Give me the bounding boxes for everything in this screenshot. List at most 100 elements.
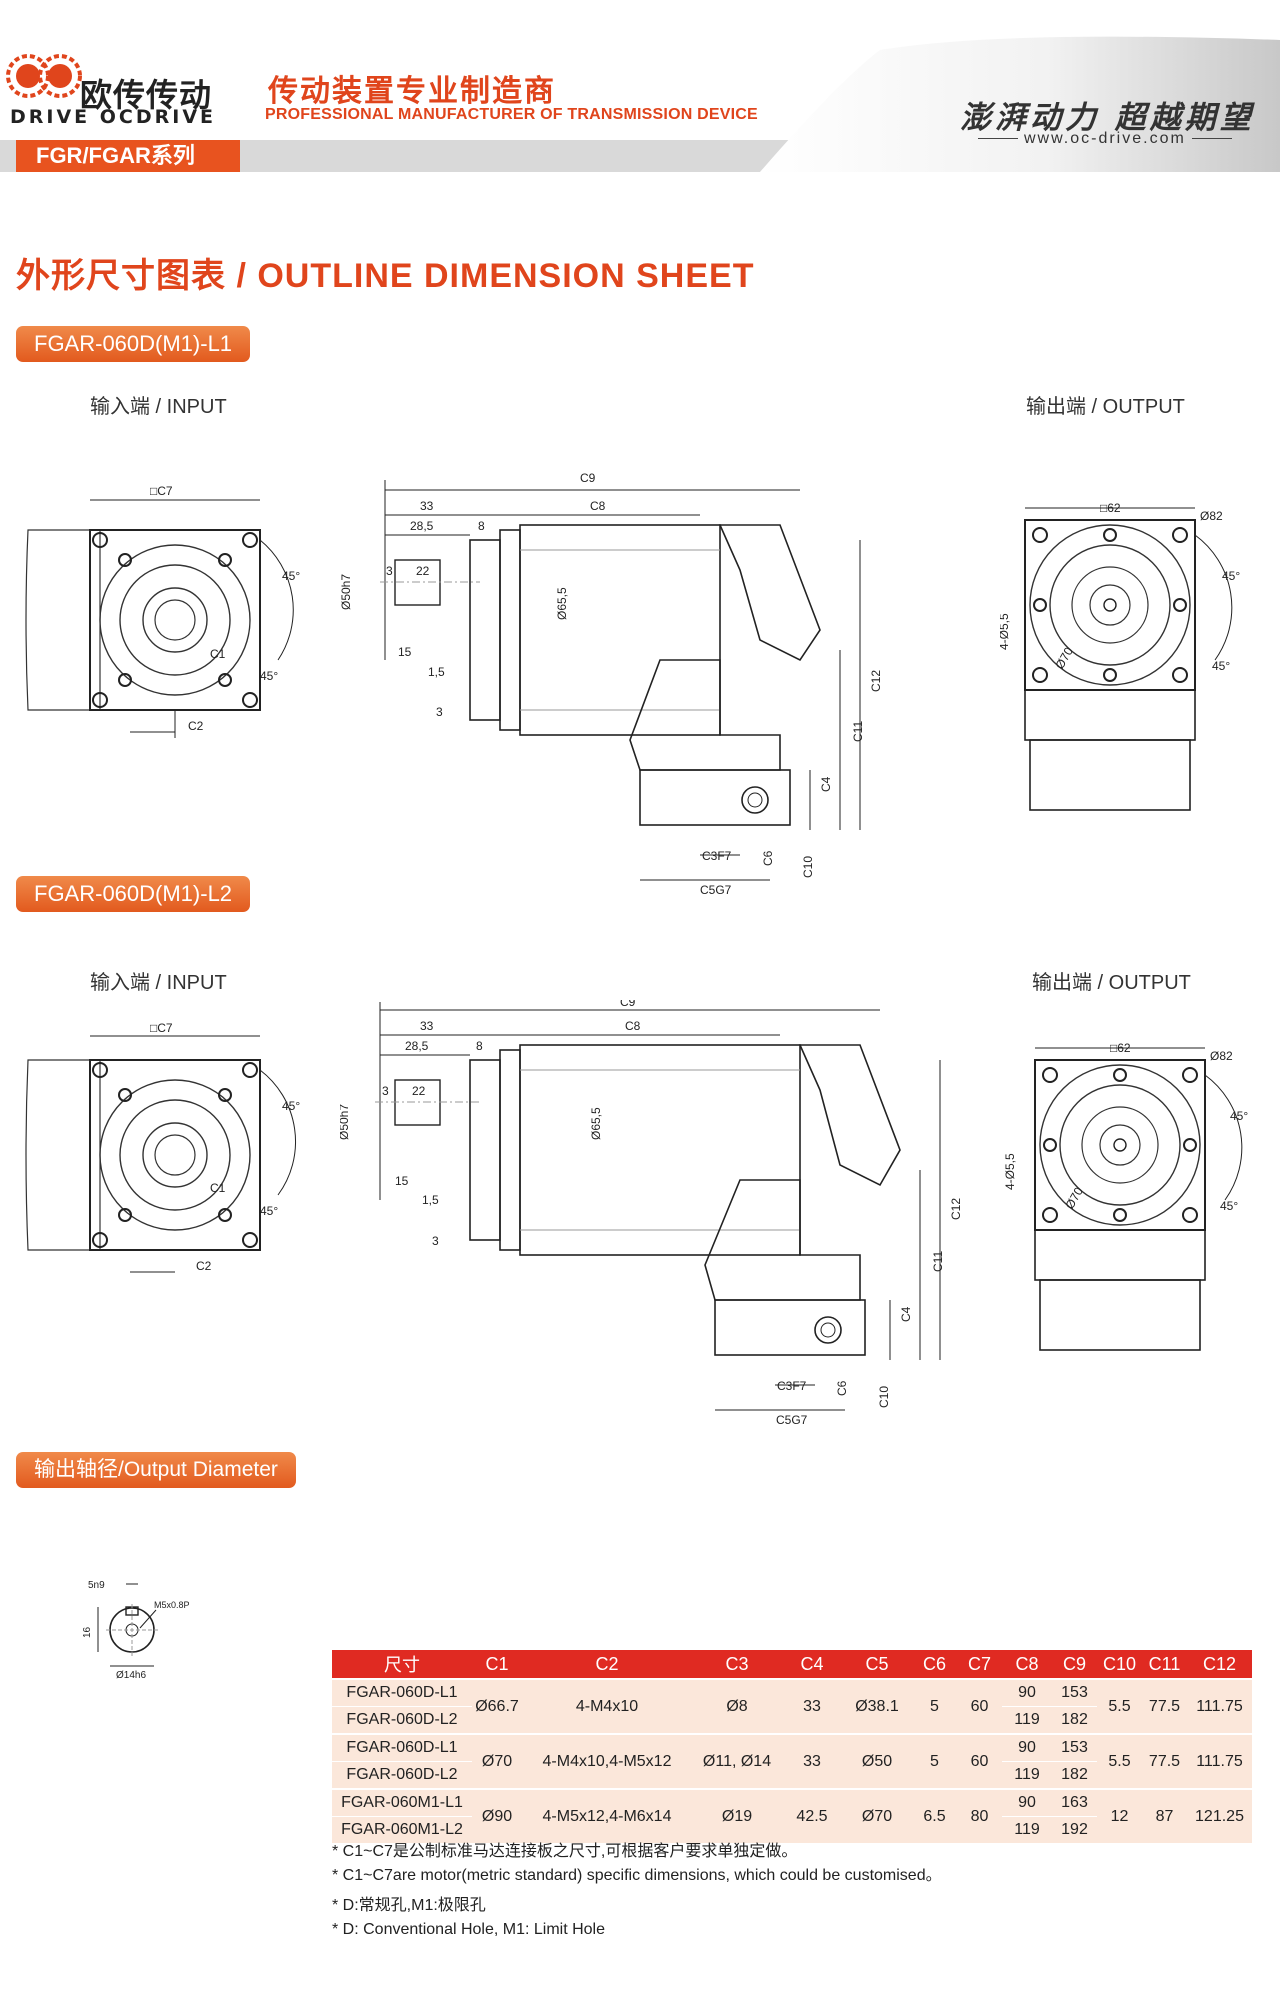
dim-c4: C4 [819,776,833,792]
output-diameter-title: 输出轴径/Output Diameter [16,1452,296,1488]
note-line: * C1~C7是公制标准马达连接板之尺寸,可根据客户要求单独定做。 [332,1843,798,1860]
c12-cell: 111.75 [1187,1733,1252,1790]
c8-cell: 90 [1002,1788,1052,1817]
c5-cell: Ø50 [842,1733,912,1790]
dim-45-out-bottom: 45° [1212,659,1230,673]
c5-cell: Ø70 [842,1788,912,1844]
website-link[interactable]: www.oc-drive.com [972,130,1238,148]
dim-3b: 3 [436,705,443,719]
spec-table: 尺寸 C1 C2 C3 C4 C5 C6 C7 C8 C9 C10 C11 C1… [332,1650,1252,1844]
dim-15-l2: 15 [395,1174,409,1188]
dim-d50: Ø50h7 [340,574,353,610]
table-header: C11 [1142,1650,1187,1679]
dim-c9: C9 [580,471,596,485]
brand-logo-icon [6,54,82,98]
c7-cell: 60 [957,1733,1002,1790]
dim-1-5-l2: 1,5 [422,1193,439,1207]
dim-45-out-top: 45° [1222,569,1240,583]
dim-sq62-l2: □62 [1110,1041,1131,1055]
dim-c3-l2: C3F7 [777,1379,807,1393]
shaft-diameter-label: Ø14h6 [116,1670,146,1680]
c4-cell: 33 [782,1678,842,1735]
model-cell: FGAR-060D-L1 [332,1733,472,1762]
c1-cell: Ø90 [472,1788,522,1844]
notes-block: * C1~C7是公制标准马达连接板之尺寸,可根据客户要求单独定做。 * C1~C… [332,1840,942,1942]
side-view-drawing-l1: C9 33 C8 28,5 8 3 22 Ø50h7 Ø65,5 15 1,5 … [340,471,883,897]
c8-cell: 90 [1002,1678,1052,1707]
c9-cell: 153 [1052,1678,1097,1707]
dim-15: 15 [398,645,412,659]
dim-45-bottom-l2: 45° [260,1204,278,1218]
table-header: C10 [1097,1650,1142,1679]
output-caption-l2: 输出端 / OUTPUT [1032,972,1191,994]
section-title-l2: FGAR-060D(M1)-L2 [16,876,251,912]
table-header: C5 [842,1650,912,1679]
input-caption-l1: 输入端 / INPUT [90,396,227,418]
c12-cell: 121.25 [1187,1788,1252,1844]
note-line: * D: Conventional Hole, M1: Limit Hole [332,1921,606,1938]
dim-d65: Ø65,5 [555,587,569,620]
dim-d50-l2: Ø50h7 [340,1104,351,1140]
table-header: C2 [522,1650,692,1679]
input-caption-l2: 输入端 / INPUT [90,972,227,994]
c7-cell: 80 [957,1788,1002,1844]
c7-cell: 60 [957,1678,1002,1735]
dim-8: 8 [478,519,485,533]
table-header: C8 [1002,1650,1052,1679]
dim-45-bottom: 45° [260,669,278,683]
c8-cell: 119 [1002,1706,1052,1735]
c11-cell: 77.5 [1142,1678,1187,1735]
table-row: FGAR-060M1-L1 Ø90 4-M5x12,4-M6x14 Ø19 42… [332,1788,1252,1844]
c6-cell: 6.5 [912,1788,957,1844]
c11-cell: 77.5 [1142,1733,1187,1790]
table-header: C12 [1187,1650,1252,1679]
dim-c1-l2: C1 [210,1181,226,1195]
c9-cell: 192 [1052,1816,1097,1844]
table-header: 尺寸 [332,1650,472,1679]
table-header: C1 [472,1650,522,1679]
dim-c7: □C7 [150,484,173,498]
c9-cell: 182 [1052,1761,1097,1790]
c11-cell: 87 [1142,1788,1187,1844]
note-line: * C1~C7are motor(metric standard) specif… [332,1867,942,1884]
note-line: * D:常规孔,M1:极限孔 [332,1897,486,1914]
shaft-thread-label: M5x0.8P [154,1600,190,1610]
tagline-cn: 传动装置专业制造商 [268,75,556,108]
dim-c11-l2: C11 [931,1251,945,1272]
dim-c3: C3F7 [702,849,732,863]
shaft-key-label: 5n9 [88,1580,105,1591]
dim-c12: C12 [869,670,883,692]
output-caption-l1: 输出端 / OUTPUT [1026,396,1185,418]
table-header: C6 [912,1650,957,1679]
dim-45-out-bottom-l2: 45° [1220,1199,1238,1213]
dim-33: 33 [420,499,434,513]
c8-cell: 90 [1002,1733,1052,1762]
dim-holes: 4-Ø5,5 [1000,613,1011,650]
table-header-row: 尺寸 C1 C2 C3 C4 C5 C6 C7 C8 C9 C10 C11 C1… [332,1650,1252,1679]
c4-cell: 33 [782,1733,842,1790]
dim-45-out-top-l2: 45° [1230,1109,1248,1123]
dim-22-l2: 22 [412,1084,426,1098]
series-tab[interactable]: FGR/FGAR系列 [16,140,240,172]
dim-3b-l2: 3 [432,1234,439,1248]
model-cell: FGAR-060D-L2 [332,1706,472,1735]
dim-22: 22 [416,564,430,578]
sheet-title: 外形尺寸图表 / OUTLINE DIMENSION SHEET [16,257,755,295]
dim-c7-l2: □C7 [150,1021,173,1035]
c8-cell: 119 [1002,1816,1052,1844]
dim-c12-l2: C12 [949,1198,963,1220]
c3-cell: Ø8 [692,1678,782,1735]
output-shaft-drawing: 5n9 16 M5x0.8P Ø14h6 [82,1580,190,1680]
dim-c8: C8 [590,499,606,513]
input-view-drawing-l1: □C7 45° 45° C1 C2 [25,484,300,738]
dim-45-top-l2: 45° [282,1099,300,1113]
table-row: FGAR-060D-L1 Ø66.7 4-M4x10 Ø8 33 Ø38.1 5… [332,1678,1252,1735]
brand-name-en: DRIVE OCDRIVE [10,106,217,128]
c1-cell: Ø66.7 [472,1678,522,1735]
c4-cell: 42.5 [782,1788,842,1844]
c8-cell: 119 [1002,1761,1052,1790]
c9-cell: 163 [1052,1788,1097,1817]
dim-8-l2: 8 [476,1039,483,1053]
table-header: C9 [1052,1650,1097,1679]
dim-c1: C1 [210,647,226,661]
